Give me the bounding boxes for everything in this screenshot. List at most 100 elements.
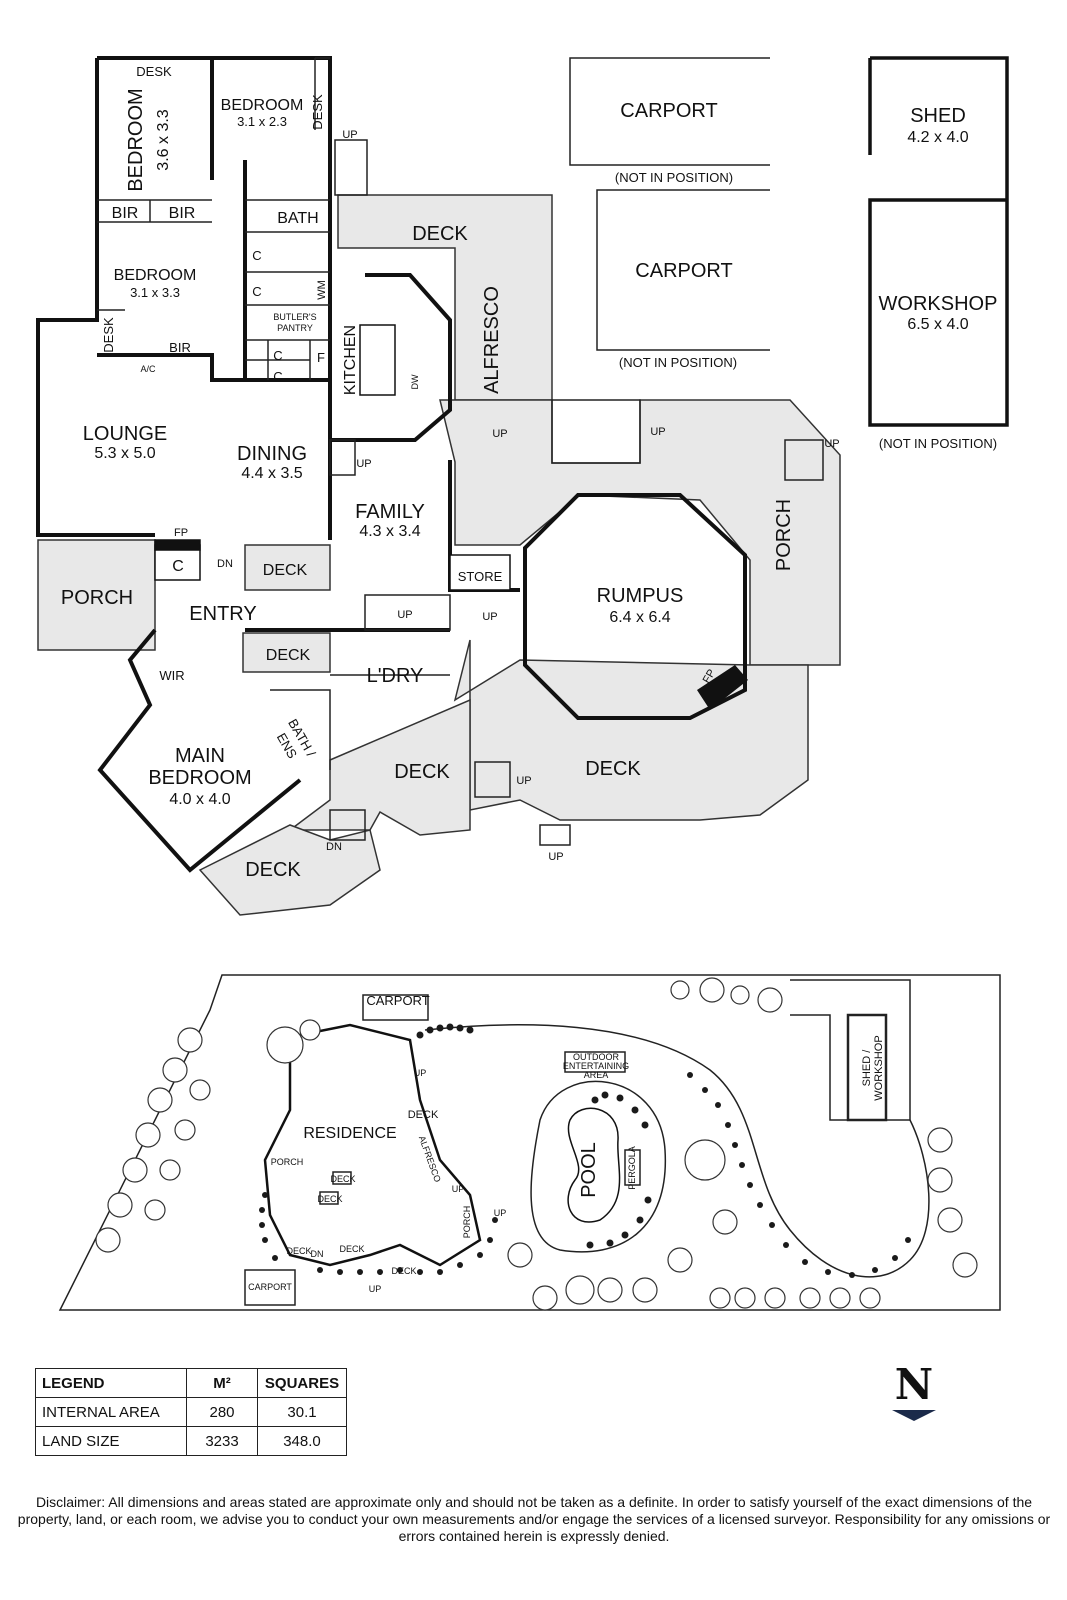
label-cupboard-1: C [252, 248, 261, 263]
label-carport-2: CARPORT [635, 260, 732, 282]
room-bedroom-mid-name: BEDROOM [114, 267, 197, 284]
label-carport-1: CARPORT [620, 100, 717, 122]
label-not-in-position-1: (NOT IN POSITION) [615, 170, 733, 185]
label-wir: WIR [159, 668, 184, 683]
label-deck-rumpus: DECK [585, 758, 641, 780]
label-ac: A/C [140, 364, 156, 374]
room-entry: ENTRY [189, 603, 256, 625]
site-label-deck-6: DECK [391, 1266, 416, 1276]
label-deck-top: DECK [412, 223, 468, 245]
site-plan [58, 974, 1001, 1311]
label-desk-top: DESK [136, 64, 172, 79]
legend-cell-m2: 3233 [186, 1426, 258, 1456]
legend-row-land-size: LAND SIZE 3233 348.0 [35, 1426, 347, 1456]
legend-cell-label: INTERNAL AREA [35, 1397, 187, 1427]
label-desk-mid: DESK [101, 317, 116, 353]
label-cupboard-2: C [252, 284, 261, 299]
room-lounge-name: LOUNGE [83, 423, 167, 445]
label-desk-right: DESK [310, 94, 325, 130]
site-label-pergola: PERGOLA [627, 1146, 637, 1190]
site-label-porch-2: PORCH [462, 1206, 472, 1239]
site-label-pool: POOL [578, 1142, 600, 1198]
label-store: STORE [458, 569, 503, 584]
room-shed-name: SHED [910, 105, 966, 127]
site-label-up-1: UP [414, 1068, 427, 1078]
room-dining-name: DINING [237, 443, 307, 465]
room-labels: DESK BEDROOM 3.6 x 3.3 BEDROOM 3.1 x 2.3… [61, 64, 998, 881]
site-label-up-2: UP [452, 1184, 465, 1194]
site-label-up-3: UP [494, 1208, 507, 1218]
label-butlers-1: BUTLER'S [273, 312, 316, 322]
site-label-up-4: UP [369, 1284, 382, 1294]
label-up-1: UP [342, 129, 357, 141]
label-not-in-position-3: (NOT IN POSITION) [879, 436, 997, 451]
site-label-porch-1: PORCH [271, 1157, 304, 1167]
legend-header-legend: LEGEND [35, 1368, 187, 1398]
room-family-name: FAMILY [355, 501, 425, 523]
label-not-in-position-2: (NOT IN POSITION) [619, 355, 737, 370]
label-cupboard-entry: C [172, 558, 184, 575]
room-workshop-dim: 6.5 x 4.0 [907, 316, 968, 333]
label-bir-3: BIR [169, 340, 191, 355]
outbuildings [569, 56, 1009, 427]
site-trees [95, 977, 978, 1311]
legend-table: LEGEND M² SQUARES INTERNAL AREA 280 30.1… [35, 1368, 347, 1456]
label-fp-lounge: FP [174, 527, 188, 539]
room-shed-dim: 4.2 x 4.0 [907, 129, 968, 146]
room-laundry: L'DRY [367, 665, 424, 687]
site-label-deck-3: DECK [317, 1194, 342, 1204]
room-family-dim: 4.3 x 3.4 [359, 523, 420, 540]
legend-cell-m2: 280 [186, 1397, 258, 1427]
room-dining-dim: 4.4 x 3.5 [241, 465, 302, 482]
room-workshop-name: WORKSHOP [879, 293, 998, 315]
label-up-7: UP [482, 611, 497, 623]
stairs [329, 139, 824, 846]
site-hedges [259, 1023, 911, 1278]
label-fridge: F [317, 350, 325, 365]
site-label-carport-top: CARPORT [366, 993, 429, 1008]
room-main-bedroom-name2: BEDROOM [148, 767, 251, 789]
room-lounge-dim: 5.3 x 5.0 [94, 445, 155, 462]
label-porch-left: PORCH [61, 587, 133, 609]
label-cupboard-4: C [273, 369, 282, 384]
legend-cell-label: LAND SIZE [35, 1426, 187, 1456]
site-labels: CARPORT RESIDENCE OUTDOOR ENTERTAINING A… [248, 993, 885, 1294]
room-kitchen: KITCHEN [342, 325, 359, 395]
room-bedroom-left-dim: 3.6 x 3.3 [155, 109, 172, 170]
site-label-residence: RESIDENCE [303, 1125, 396, 1142]
site-label-outdoor-1: OUTDOOR [573, 1052, 619, 1062]
site-label-dn: DN [311, 1249, 324, 1259]
room-rumpus-name: RUMPUS [597, 585, 684, 607]
label-alfresco: ALFRESCO [481, 286, 503, 394]
label-cupboard-3: C [273, 348, 282, 363]
site-label-carport-bottom: CARPORT [248, 1282, 292, 1292]
inner-partitions [97, 57, 748, 770]
label-deck-laundry: DECK [266, 647, 311, 664]
label-bath: BATH [277, 210, 318, 227]
label-wm: WM [316, 280, 328, 300]
room-bedroom-mid-dim: 3.1 x 3.3 [130, 285, 180, 300]
room-bedroom-left-name: BEDROOM [125, 88, 147, 191]
label-bir-2: BIR [169, 205, 196, 222]
label-up-4: UP [824, 438, 839, 450]
site-label-outdoor-2: ENTERTAINING [563, 1061, 629, 1071]
label-up-9: UP [548, 851, 563, 863]
label-dn-deck: DN [326, 841, 342, 853]
label-up-2: UP [492, 428, 507, 440]
room-main-bedroom-dim: 4.0 x 4.0 [169, 791, 230, 808]
label-up-3: UP [650, 426, 665, 438]
legend-cell-squares: 348.0 [257, 1426, 347, 1456]
room-bedroom-top-name: BEDROOM [221, 97, 304, 114]
room-bedroom-top-dim: 3.1 x 2.3 [237, 114, 287, 129]
legend-header-squares: SQUARES [257, 1368, 347, 1398]
legend-row-internal-area: INTERNAL AREA 280 30.1 [35, 1397, 347, 1427]
label-deck-main-bedroom: DECK [245, 859, 301, 881]
label-dn-entry: DN [217, 558, 233, 570]
label-deck-ens: DECK [394, 761, 450, 783]
site-label-outdoor-3: AREA [584, 1070, 609, 1080]
room-rumpus-dim: 6.4 x 6.4 [609, 609, 670, 626]
legend-header-row: LEGEND M² SQUARES [35, 1368, 347, 1398]
label-bir-1: BIR [112, 205, 139, 222]
label-butlers-2: PANTRY [277, 323, 313, 333]
label-deck-entry: DECK [263, 562, 308, 579]
